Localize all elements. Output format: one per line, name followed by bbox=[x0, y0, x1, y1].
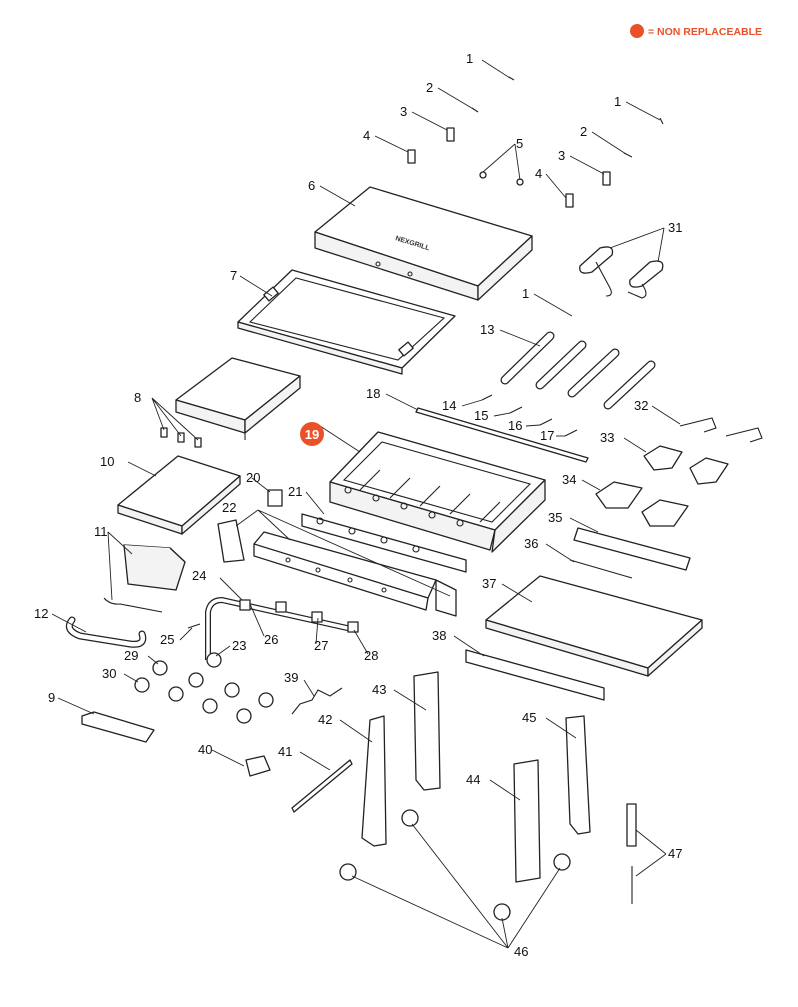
callout-1-mid: 1 bbox=[522, 286, 529, 301]
caster-pins bbox=[626, 803, 637, 904]
callout-21: 21 bbox=[288, 484, 302, 499]
callout-30: 30 bbox=[102, 666, 116, 681]
callout-1-right: 1 bbox=[614, 94, 621, 109]
leader-lines bbox=[51, 59, 681, 949]
callout-31: 31 bbox=[668, 220, 682, 235]
callout-2-right: 2 bbox=[580, 124, 587, 139]
tank-bracket[interactable] bbox=[245, 755, 271, 777]
side-shelf[interactable] bbox=[117, 455, 241, 535]
control-knobs[interactable] bbox=[134, 660, 274, 724]
callout-4: 4 bbox=[363, 128, 370, 143]
hardware-lid-left bbox=[407, 76, 515, 164]
callout-29: 29 bbox=[124, 648, 138, 663]
highlight-dot bbox=[300, 422, 324, 446]
callout-28: 28 bbox=[364, 648, 378, 663]
legend-text: = NON REPLACEABLE bbox=[648, 26, 762, 38]
lower-crossbar[interactable] bbox=[291, 759, 353, 813]
shelf-clips bbox=[160, 427, 202, 448]
callout-2: 2 bbox=[426, 80, 433, 95]
callout-3: 3 bbox=[400, 104, 407, 119]
side-handles[interactable] bbox=[579, 246, 664, 299]
cup-holder[interactable] bbox=[103, 544, 186, 613]
callout-41: 41 bbox=[278, 744, 292, 759]
callout-6: 6 bbox=[308, 178, 315, 193]
callout-40: 40 bbox=[198, 742, 212, 757]
bottom-shelf[interactable] bbox=[485, 575, 703, 677]
callout-19: 19 bbox=[305, 427, 319, 442]
callout-32: 32 bbox=[634, 398, 648, 413]
callout-19-highlight[interactable]: 19 bbox=[300, 422, 324, 446]
callout-35: 35 bbox=[548, 510, 562, 525]
callout-12: 12 bbox=[34, 606, 48, 621]
control-panel-strip[interactable] bbox=[301, 513, 467, 573]
lid[interactable]: NEXGRILL bbox=[314, 186, 533, 301]
side-shelf-box[interactable] bbox=[175, 357, 301, 440]
legs[interactable] bbox=[361, 671, 591, 883]
callout-20: 20 bbox=[246, 470, 260, 485]
gas-manifold[interactable] bbox=[205, 596, 359, 660]
griddle-frame[interactable] bbox=[237, 269, 456, 375]
front-bracket[interactable] bbox=[569, 527, 691, 579]
firebox[interactable] bbox=[329, 431, 546, 553]
callout-16: 16 bbox=[508, 418, 522, 433]
callout-47: 47 bbox=[668, 846, 682, 861]
callout-4-right: 4 bbox=[535, 166, 542, 181]
callout-45: 45 bbox=[522, 710, 536, 725]
callout-27: 27 bbox=[314, 638, 328, 653]
callout-10: 10 bbox=[100, 454, 114, 469]
casters[interactable] bbox=[339, 809, 571, 921]
callout-42: 42 bbox=[318, 712, 332, 727]
regulator[interactable] bbox=[187, 623, 222, 668]
callout-24: 24 bbox=[192, 568, 206, 583]
igniter-wire bbox=[291, 687, 343, 715]
callout-15: 15 bbox=[474, 408, 488, 423]
legend: = NON REPLACEABLE bbox=[630, 24, 762, 38]
callout-23: 23 bbox=[232, 638, 246, 653]
igniter[interactable] bbox=[267, 489, 283, 507]
callout-7: 7 bbox=[230, 268, 237, 283]
callout-5: 5 bbox=[516, 136, 523, 151]
knob-bezel[interactable] bbox=[81, 711, 155, 743]
crossbar[interactable] bbox=[415, 407, 589, 463]
lid-handle[interactable] bbox=[464, 171, 524, 210]
callout-33: 33 bbox=[600, 430, 614, 445]
callout-25: 25 bbox=[160, 632, 174, 647]
legend-dot bbox=[630, 24, 644, 38]
control-panel[interactable] bbox=[217, 519, 457, 617]
callout-8: 8 bbox=[134, 390, 141, 405]
burners[interactable] bbox=[500, 331, 656, 410]
callout-9: 9 bbox=[48, 690, 55, 705]
front-trim[interactable] bbox=[465, 649, 605, 701]
callout-26: 26 bbox=[264, 632, 278, 647]
callout-44: 44 bbox=[466, 772, 480, 787]
callout-1: 1 bbox=[466, 51, 473, 66]
callout-11: 11 bbox=[94, 524, 108, 539]
callout-46: 46 bbox=[514, 944, 528, 959]
callout-17: 17 bbox=[540, 428, 554, 443]
callout-labels: 1 2 3 4 5 6 7 8 10 11 12 9 1 2 3 4 31 1 … bbox=[34, 51, 682, 959]
callout-22: 22 bbox=[222, 500, 236, 515]
callout-3-right: 3 bbox=[558, 148, 565, 163]
grease-cups[interactable] bbox=[595, 445, 729, 527]
callout-37: 37 bbox=[482, 576, 496, 591]
tool-hooks[interactable] bbox=[679, 417, 763, 443]
screws bbox=[481, 394, 578, 437]
callout-34: 34 bbox=[562, 472, 576, 487]
callout-14: 14 bbox=[442, 398, 456, 413]
callout-13: 13 bbox=[480, 322, 494, 337]
callout-18: 18 bbox=[366, 386, 380, 401]
callout-39: 39 bbox=[284, 670, 298, 685]
callout-38: 38 bbox=[432, 628, 446, 643]
towel-bar[interactable] bbox=[65, 616, 147, 648]
callout-43: 43 bbox=[372, 682, 386, 697]
callout-36: 36 bbox=[524, 536, 538, 551]
